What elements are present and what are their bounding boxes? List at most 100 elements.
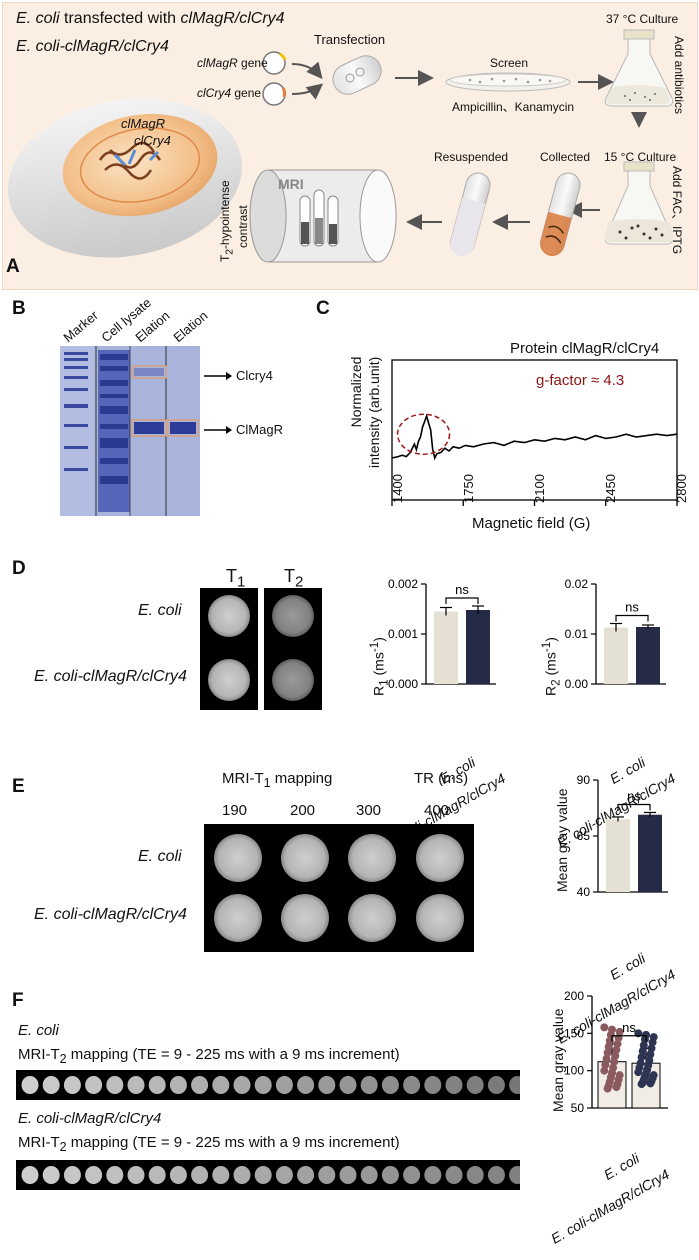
e-row-ecoli: E. coli <box>138 848 182 865</box>
bar-f-point-1-4 <box>648 1038 657 1047</box>
strip2-phantom-22 <box>487 1166 505 1184</box>
bar-e-ytick-label-1: 65 <box>577 829 591 843</box>
r1-ylabel-r: R <box>370 685 387 696</box>
strip1-phantom-8 <box>191 1076 209 1094</box>
bacterium-cytoplasm <box>62 113 218 217</box>
band-label-clcry4: Clcry4 <box>236 368 273 383</box>
t1-mapping-images <box>204 824 474 952</box>
strip1-phantom-4 <box>106 1076 124 1094</box>
e-row-mag: E. coli-clMagR/clCry4 <box>34 906 187 923</box>
strip2-phantom-16 <box>360 1166 378 1184</box>
f-caption-2: MRI-T2 mapping (TE = 9 - 225 ms with a 9… <box>18 1134 400 1154</box>
gene-1-suffix: gene <box>237 56 268 70</box>
strip1-phantom-6 <box>148 1076 166 1094</box>
bar-d1-sig-bracket <box>445 597 479 604</box>
strip2-phantom-8 <box>191 1166 209 1184</box>
strip2-phantom-0 <box>21 1166 39 1184</box>
strip1-phantom-9 <box>212 1076 230 1094</box>
e-tr-200: 200 <box>290 802 316 819</box>
panel-a-title: E. coli transfected with clMagR/clCry4 <box>16 10 285 28</box>
step-culture-15: 15 °C Culture <box>604 150 677 164</box>
band-label-clmagr: ClMagR <box>236 422 283 437</box>
contrast-label-2: contrast <box>236 205 250 248</box>
step-add-fac: Add FAC、IPTG <box>670 166 684 255</box>
cell-label-clcry4: clCry4 <box>134 133 171 148</box>
e-tr-190: 190 <box>222 802 248 819</box>
bar-f-point-1-7 <box>638 1047 647 1056</box>
step-culture-37: 37 °C Culture <box>606 12 679 26</box>
bar-f-point-0-15 <box>600 1066 609 1075</box>
f-row-ecoli: E. coli <box>18 1022 59 1039</box>
bar-f-point-0-3 <box>606 1030 615 1039</box>
strip1-phantom-12 <box>275 1076 293 1094</box>
bar-e-bar-0 <box>606 819 630 892</box>
strip1-phantom-11 <box>254 1076 272 1094</box>
strip2-phantom-20 <box>445 1166 463 1184</box>
title-genes: clMagR/clCry4 <box>180 10 285 27</box>
bar-f-point-0-7 <box>604 1042 613 1051</box>
strip2-phantom-14 <box>318 1166 336 1184</box>
d-row-ecoli: E. coli <box>138 602 182 619</box>
strip1-phantom-13 <box>297 1076 315 1094</box>
epr-title: Protein clMagR/clCry4 <box>510 340 660 357</box>
strip2-phantom-12 <box>275 1166 293 1184</box>
col-t2-sub: 2 <box>295 573 304 591</box>
r2-ylabel-sup: -1 <box>540 641 553 653</box>
epr-xtick-1750: 1750 <box>461 474 476 503</box>
bar-e-ytick-label-2: 90 <box>577 773 591 787</box>
strip1-phantom-16 <box>360 1076 378 1094</box>
r1-ylabel-unit: (ms <box>370 652 387 676</box>
bar-f-point-1-6 <box>647 1044 656 1053</box>
gene-1-label: clMagR gene <box>197 56 268 70</box>
mri-weighted-images <box>200 588 322 710</box>
t2-mag-phantom <box>272 659 314 701</box>
epr-xtick-1400: 1400 <box>390 474 405 503</box>
t1map-mag-400 <box>416 894 464 942</box>
strip1-phantom-18 <box>403 1076 421 1094</box>
bar-f-point-0-0 <box>600 1023 609 1032</box>
panel-d-label: D <box>12 558 26 579</box>
bar-f-ytick-label-1: 100 <box>564 1064 584 1078</box>
col-t1-sub: 1 <box>237 573 246 591</box>
f-caption-2-suffix: mapping (TE = 9 - 225 ms with a 9 ms inc… <box>66 1134 400 1151</box>
gene-1-name: clMagR <box>197 56 238 70</box>
epr-chart <box>391 359 678 506</box>
col-t1-letter: T <box>226 566 237 586</box>
epr-xtick-2100: 2100 <box>532 474 547 503</box>
bar-f-point-0-13 <box>601 1060 610 1069</box>
bar-f-point-1-5 <box>639 1041 648 1050</box>
gene-2-label: clCry4 gene <box>197 86 261 100</box>
bar-e-ytick-label-0: 40 <box>577 885 591 899</box>
panel-a-label: A <box>6 256 20 277</box>
strip2-phantom-15 <box>339 1166 357 1184</box>
strip2-phantom-19 <box>424 1166 442 1184</box>
step-add-antibiotics: Add antibiotics <box>672 36 686 115</box>
bar-f-point-0-6 <box>613 1039 622 1048</box>
t1map-mag-300 <box>348 894 396 942</box>
epr-ylabel-2: intensity (arb.unit) <box>366 356 382 468</box>
panel-e-label: E <box>12 776 25 797</box>
strip2-phantom-23 <box>509 1166 520 1184</box>
epr-ylabel-1: Normalized <box>348 356 364 428</box>
step-resuspended: Resuspended <box>434 150 509 164</box>
contrast-t: T <box>218 254 232 262</box>
cell-label-clmagr: clMagR <box>121 116 166 131</box>
bar-d1-ytick-label-0: 0.000 <box>388 677 418 691</box>
t2-strip-mag <box>16 1160 520 1190</box>
bar-e-bar-1 <box>638 814 662 892</box>
bar-d2-ytick-label-2: 0.02 <box>565 577 589 591</box>
e-header-suffix: mapping <box>270 770 333 787</box>
strip2-phantom-10 <box>233 1166 251 1184</box>
bar-f-ytick-label-3: 200 <box>564 989 584 1003</box>
lane-label-marker: Marker <box>60 307 101 345</box>
bar-f-point-1-24 <box>637 1080 646 1089</box>
panel-c-label: C <box>316 298 330 319</box>
e-header-sub: 1 <box>263 776 271 790</box>
t2-strip-ecoli <box>16 1070 520 1100</box>
strip2-phantom-13 <box>297 1166 315 1184</box>
t1map-ecoli-400 <box>416 834 464 882</box>
strip1-phantom-2 <box>63 1076 81 1094</box>
epr-annotation: g-factor ≈ 4.3 <box>536 372 625 389</box>
bar-f-ytick-label-0: 50 <box>571 1101 585 1115</box>
